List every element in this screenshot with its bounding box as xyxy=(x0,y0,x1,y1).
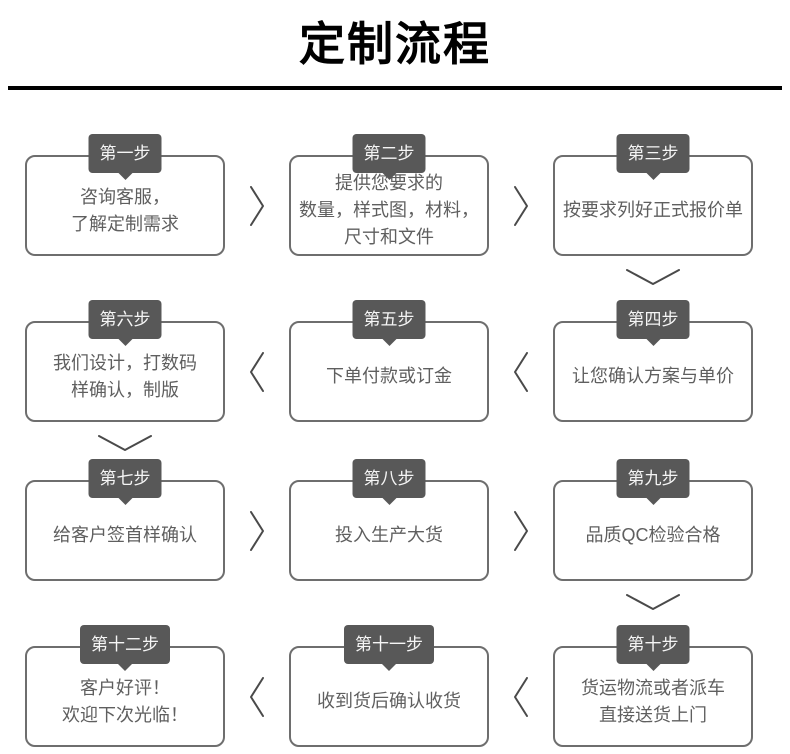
chevron-right-icon xyxy=(514,510,528,551)
step-2-line: 尺寸和文件 xyxy=(344,227,434,247)
step-6-line: 我们设计，打数码 xyxy=(53,352,197,373)
step-4-badge: 第四步 xyxy=(616,300,690,346)
step-5-line: 下单付款或订金 xyxy=(326,366,452,386)
flow-row-4: 第十二步 客户好评！ 欢迎下次光临！ 第十一步 收到货后确认收货 第十步 xyxy=(25,625,790,747)
flow-grid: 第一步 咨询客服， 了解定制需求 第二步 提供您要求的 数量，样式图，材料， 尺… xyxy=(0,90,790,747)
chevron-right-icon xyxy=(514,185,528,226)
step-4-line: 让您确认方案与单价 xyxy=(572,366,734,386)
flow-row-3: 第七步 给客户签首样确认 第八步 投入生产大货 第九步 品质QC检验合 xyxy=(25,459,790,581)
chevron-left-icon xyxy=(250,676,264,717)
step-6: 第六步 我们设计，打数码 样确认，制版 xyxy=(25,300,225,422)
step-2-line: 数量，样式图，材料， xyxy=(299,200,479,220)
connector-step9-step10 xyxy=(25,581,790,625)
chevron-down-icon xyxy=(626,594,680,610)
step-4: 第四步 让您确认方案与单价 xyxy=(553,300,753,422)
page-title: 定制流程 xyxy=(299,18,491,70)
step-10-box: 货运物流或者派车 直接送货上门 xyxy=(553,646,753,747)
chevron-left-icon xyxy=(250,351,264,392)
arrow-step1-step2 xyxy=(225,134,289,256)
arrow-step4-step5 xyxy=(489,300,553,422)
arrow-step11-step12 xyxy=(225,625,289,747)
step-2-badge: 第二步 xyxy=(352,134,426,180)
step-2: 第二步 提供您要求的 数量，样式图，材料， 尺寸和文件 xyxy=(289,134,489,256)
step-7: 第七步 给客户签首样确认 xyxy=(25,459,225,581)
step-9-line: 品质QC检验合格 xyxy=(585,525,721,545)
step-8-line: 投入生产大货 xyxy=(335,525,443,545)
chevron-right-icon xyxy=(250,185,264,226)
connector-step3-step4 xyxy=(25,256,790,300)
chevron-down-icon xyxy=(626,269,680,285)
step-8: 第八步 投入生产大货 xyxy=(289,459,489,581)
step-11-badge: 第十一步 xyxy=(344,625,434,671)
arrow-step5-step6 xyxy=(225,300,289,422)
arrow-step8-step9 xyxy=(489,459,553,581)
flow-row-2: 第六步 我们设计，打数码 样确认，制版 第五步 下单付款或订金 第四步 xyxy=(25,300,790,422)
step-12-line: 客户好评！ xyxy=(80,677,170,698)
step-1-line: 咨询客服， xyxy=(80,186,170,207)
step-9: 第九步 品质QC检验合格 xyxy=(553,459,753,581)
step-11-line: 收到货后确认收货 xyxy=(317,691,461,711)
header: 定制流程 xyxy=(0,8,790,90)
chevron-down-icon xyxy=(98,435,152,451)
step-3-line: 按要求列好正式报价单 xyxy=(563,200,743,220)
step-12-box: 客户好评！ 欢迎下次光临！ xyxy=(25,646,225,747)
step-12-line: 欢迎下次光临！ xyxy=(62,704,188,725)
step-11: 第十一步 收到货后确认收货 xyxy=(289,625,489,747)
step-12: 第十二步 客户好评！ 欢迎下次光临！ xyxy=(25,625,225,747)
step-10: 第十步 货运物流或者派车 直接送货上门 xyxy=(553,625,753,747)
step-1: 第一步 咨询客服， 了解定制需求 xyxy=(25,134,225,256)
step-8-badge: 第八步 xyxy=(352,459,426,505)
step-9-badge: 第九步 xyxy=(616,459,690,505)
arrow-step10-step11 xyxy=(489,625,553,747)
flow-row-1: 第一步 咨询客服， 了解定制需求 第二步 提供您要求的 数量，样式图，材料， 尺… xyxy=(25,134,790,256)
step-2-line: 提供您要求的 xyxy=(335,173,443,193)
step-10-badge: 第十步 xyxy=(616,625,690,671)
chevron-left-icon xyxy=(514,351,528,392)
chevron-left-icon xyxy=(514,676,528,717)
chevron-right-icon xyxy=(250,510,264,551)
arrow-step7-step8 xyxy=(225,459,289,581)
step-5: 第五步 下单付款或订金 xyxy=(289,300,489,422)
arrow-step2-step3 xyxy=(489,134,553,256)
step-5-badge: 第五步 xyxy=(352,300,426,346)
step-12-badge: 第十二步 xyxy=(80,625,170,671)
step-10-line: 货运物流或者派车 xyxy=(581,677,725,698)
step-7-line: 给客户签首样确认 xyxy=(53,525,197,545)
step-6-badge: 第六步 xyxy=(88,300,162,346)
step-6-line: 样确认，制版 xyxy=(71,379,179,400)
connector-step6-step7 xyxy=(25,422,790,459)
step-3: 第三步 按要求列好正式报价单 xyxy=(553,134,753,256)
step-1-badge: 第一步 xyxy=(88,134,162,180)
step-10-line: 直接送货上门 xyxy=(599,704,707,725)
step-1-line: 了解定制需求 xyxy=(71,213,179,234)
step-7-badge: 第七步 xyxy=(88,459,162,505)
title-divider xyxy=(8,86,782,90)
step-3-badge: 第三步 xyxy=(616,134,690,180)
